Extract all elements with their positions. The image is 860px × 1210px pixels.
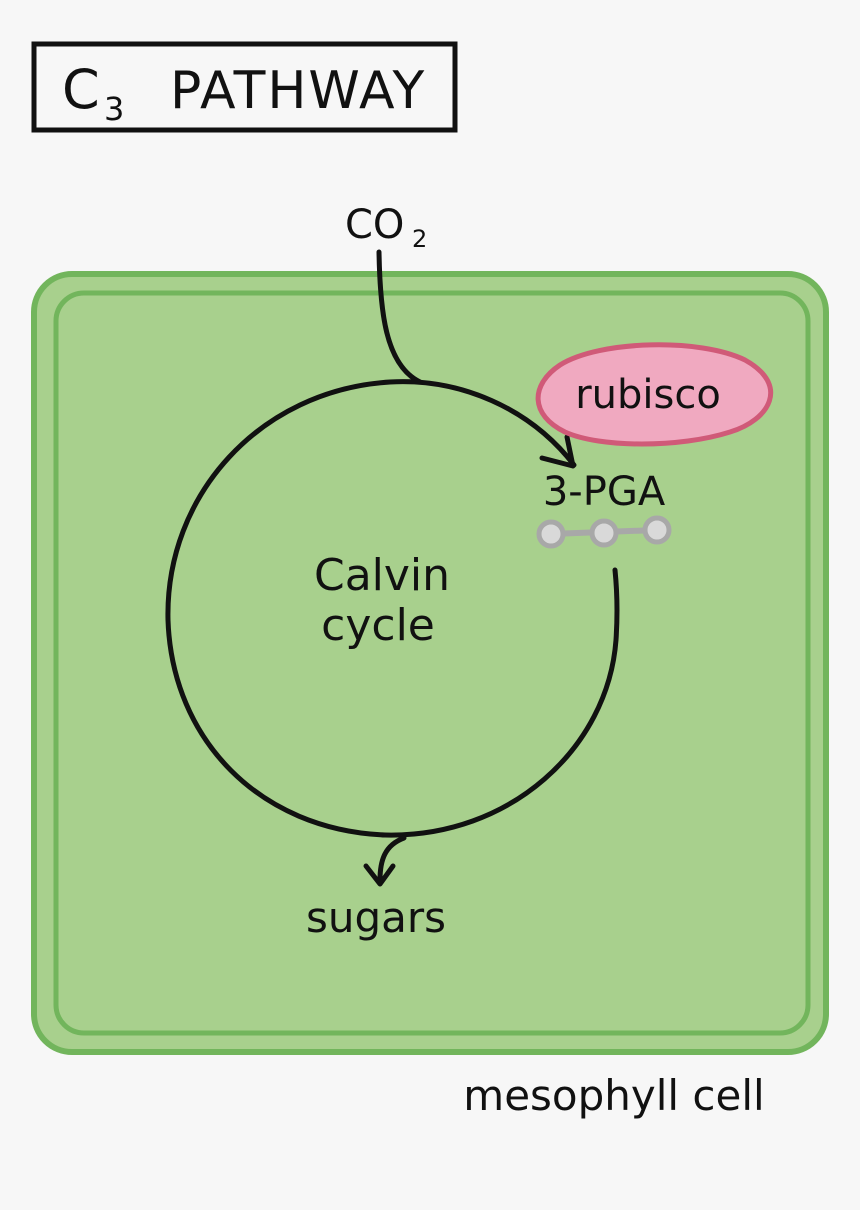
- cycle-label-line1: Calvin: [314, 550, 450, 601]
- title-box-border: [31, 41, 458, 133]
- co2-subscript: 2: [412, 225, 427, 253]
- rubisco-enzyme: rubisco: [535, 342, 774, 447]
- cell-wall: [31, 271, 829, 1055]
- sugars-label: sugars: [306, 893, 446, 942]
- product-label: 3-PGA: [543, 469, 666, 515]
- title-box: C 3 PATHWAY: [31, 41, 458, 133]
- calvin-cycle-loop: [165, 379, 620, 838]
- title-text: PATHWAY: [170, 61, 426, 121]
- cell-membrane: [53, 290, 811, 1036]
- cycle-label-line2: cycle: [321, 600, 435, 651]
- carbon-atom-icon: [642, 515, 672, 545]
- sugars-outflow-line: [377, 835, 407, 883]
- arrow-head-icon: [539, 434, 576, 469]
- title-subscript: 3: [104, 90, 124, 128]
- co2-text: CO: [345, 202, 404, 248]
- rubisco-label: rubisco: [575, 372, 721, 418]
- carbon-atom-icon: [536, 519, 566, 549]
- mesophyll-cell: [31, 271, 829, 1055]
- co2-label: CO 2: [345, 202, 427, 253]
- arrow-head-icon: [363, 863, 396, 887]
- co2-inflow-line: [376, 249, 423, 385]
- carbon-atom-icon: [589, 518, 619, 548]
- title-prefix: C: [62, 58, 100, 121]
- cell-label: mesophyll cell: [463, 1071, 764, 1120]
- rubisco-blob: [535, 342, 774, 447]
- three-carbon-molecule-icon: [536, 515, 672, 549]
- cycle-arc: [165, 379, 620, 838]
